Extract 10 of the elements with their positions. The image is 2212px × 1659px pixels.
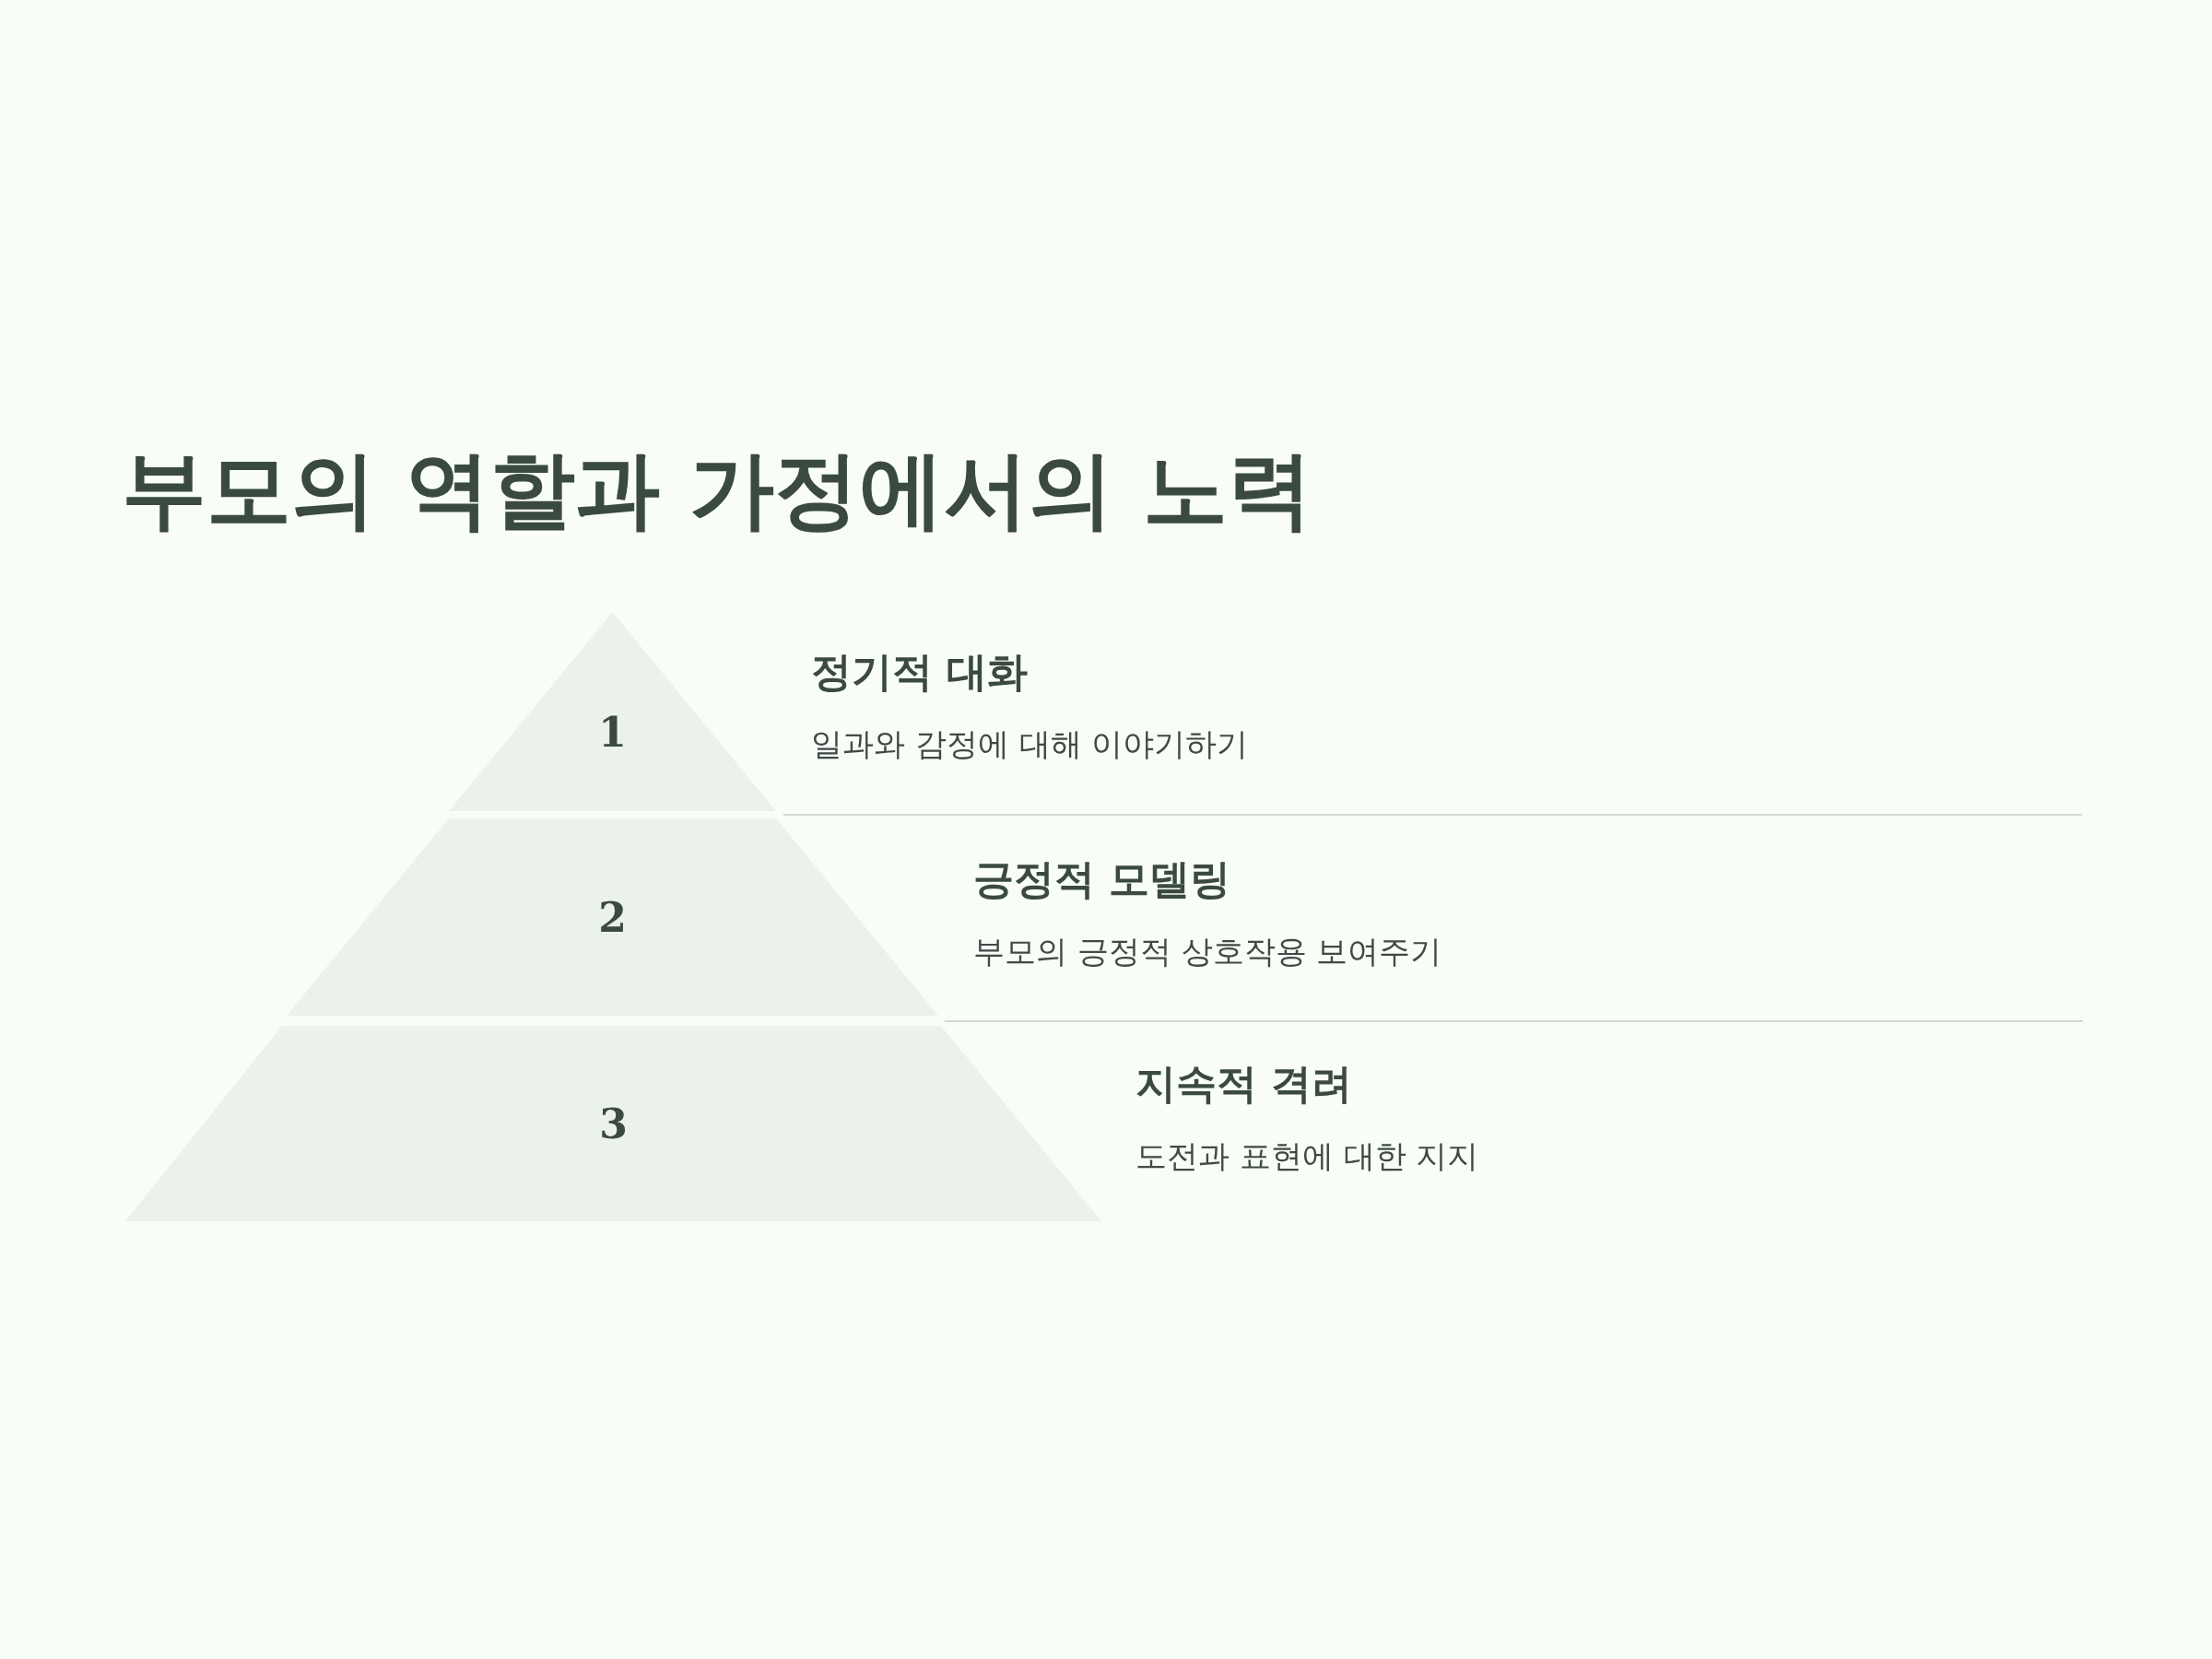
tier-number: 2 (598, 893, 627, 941)
title: 부모의 역할과 가정에서의 노력 (122, 440, 1313, 541)
tier-description: 일과와 감정에 대해 이야기하기 (811, 724, 1249, 764)
tier-description: 도전과 표현에 대한 지지 (1135, 1136, 1479, 1176)
tier-heading: 정기적 대화 (811, 647, 1029, 697)
tier-description: 부모의 긍정적 상호작용 보여주기 (973, 932, 1442, 971)
tier-heading: 긍정적 모델링 (973, 854, 1231, 904)
tier-number: 1 (598, 708, 627, 756)
tier-number: 3 (599, 1100, 628, 1147)
tier-heading: 지속적 격려 (1135, 1059, 1353, 1109)
